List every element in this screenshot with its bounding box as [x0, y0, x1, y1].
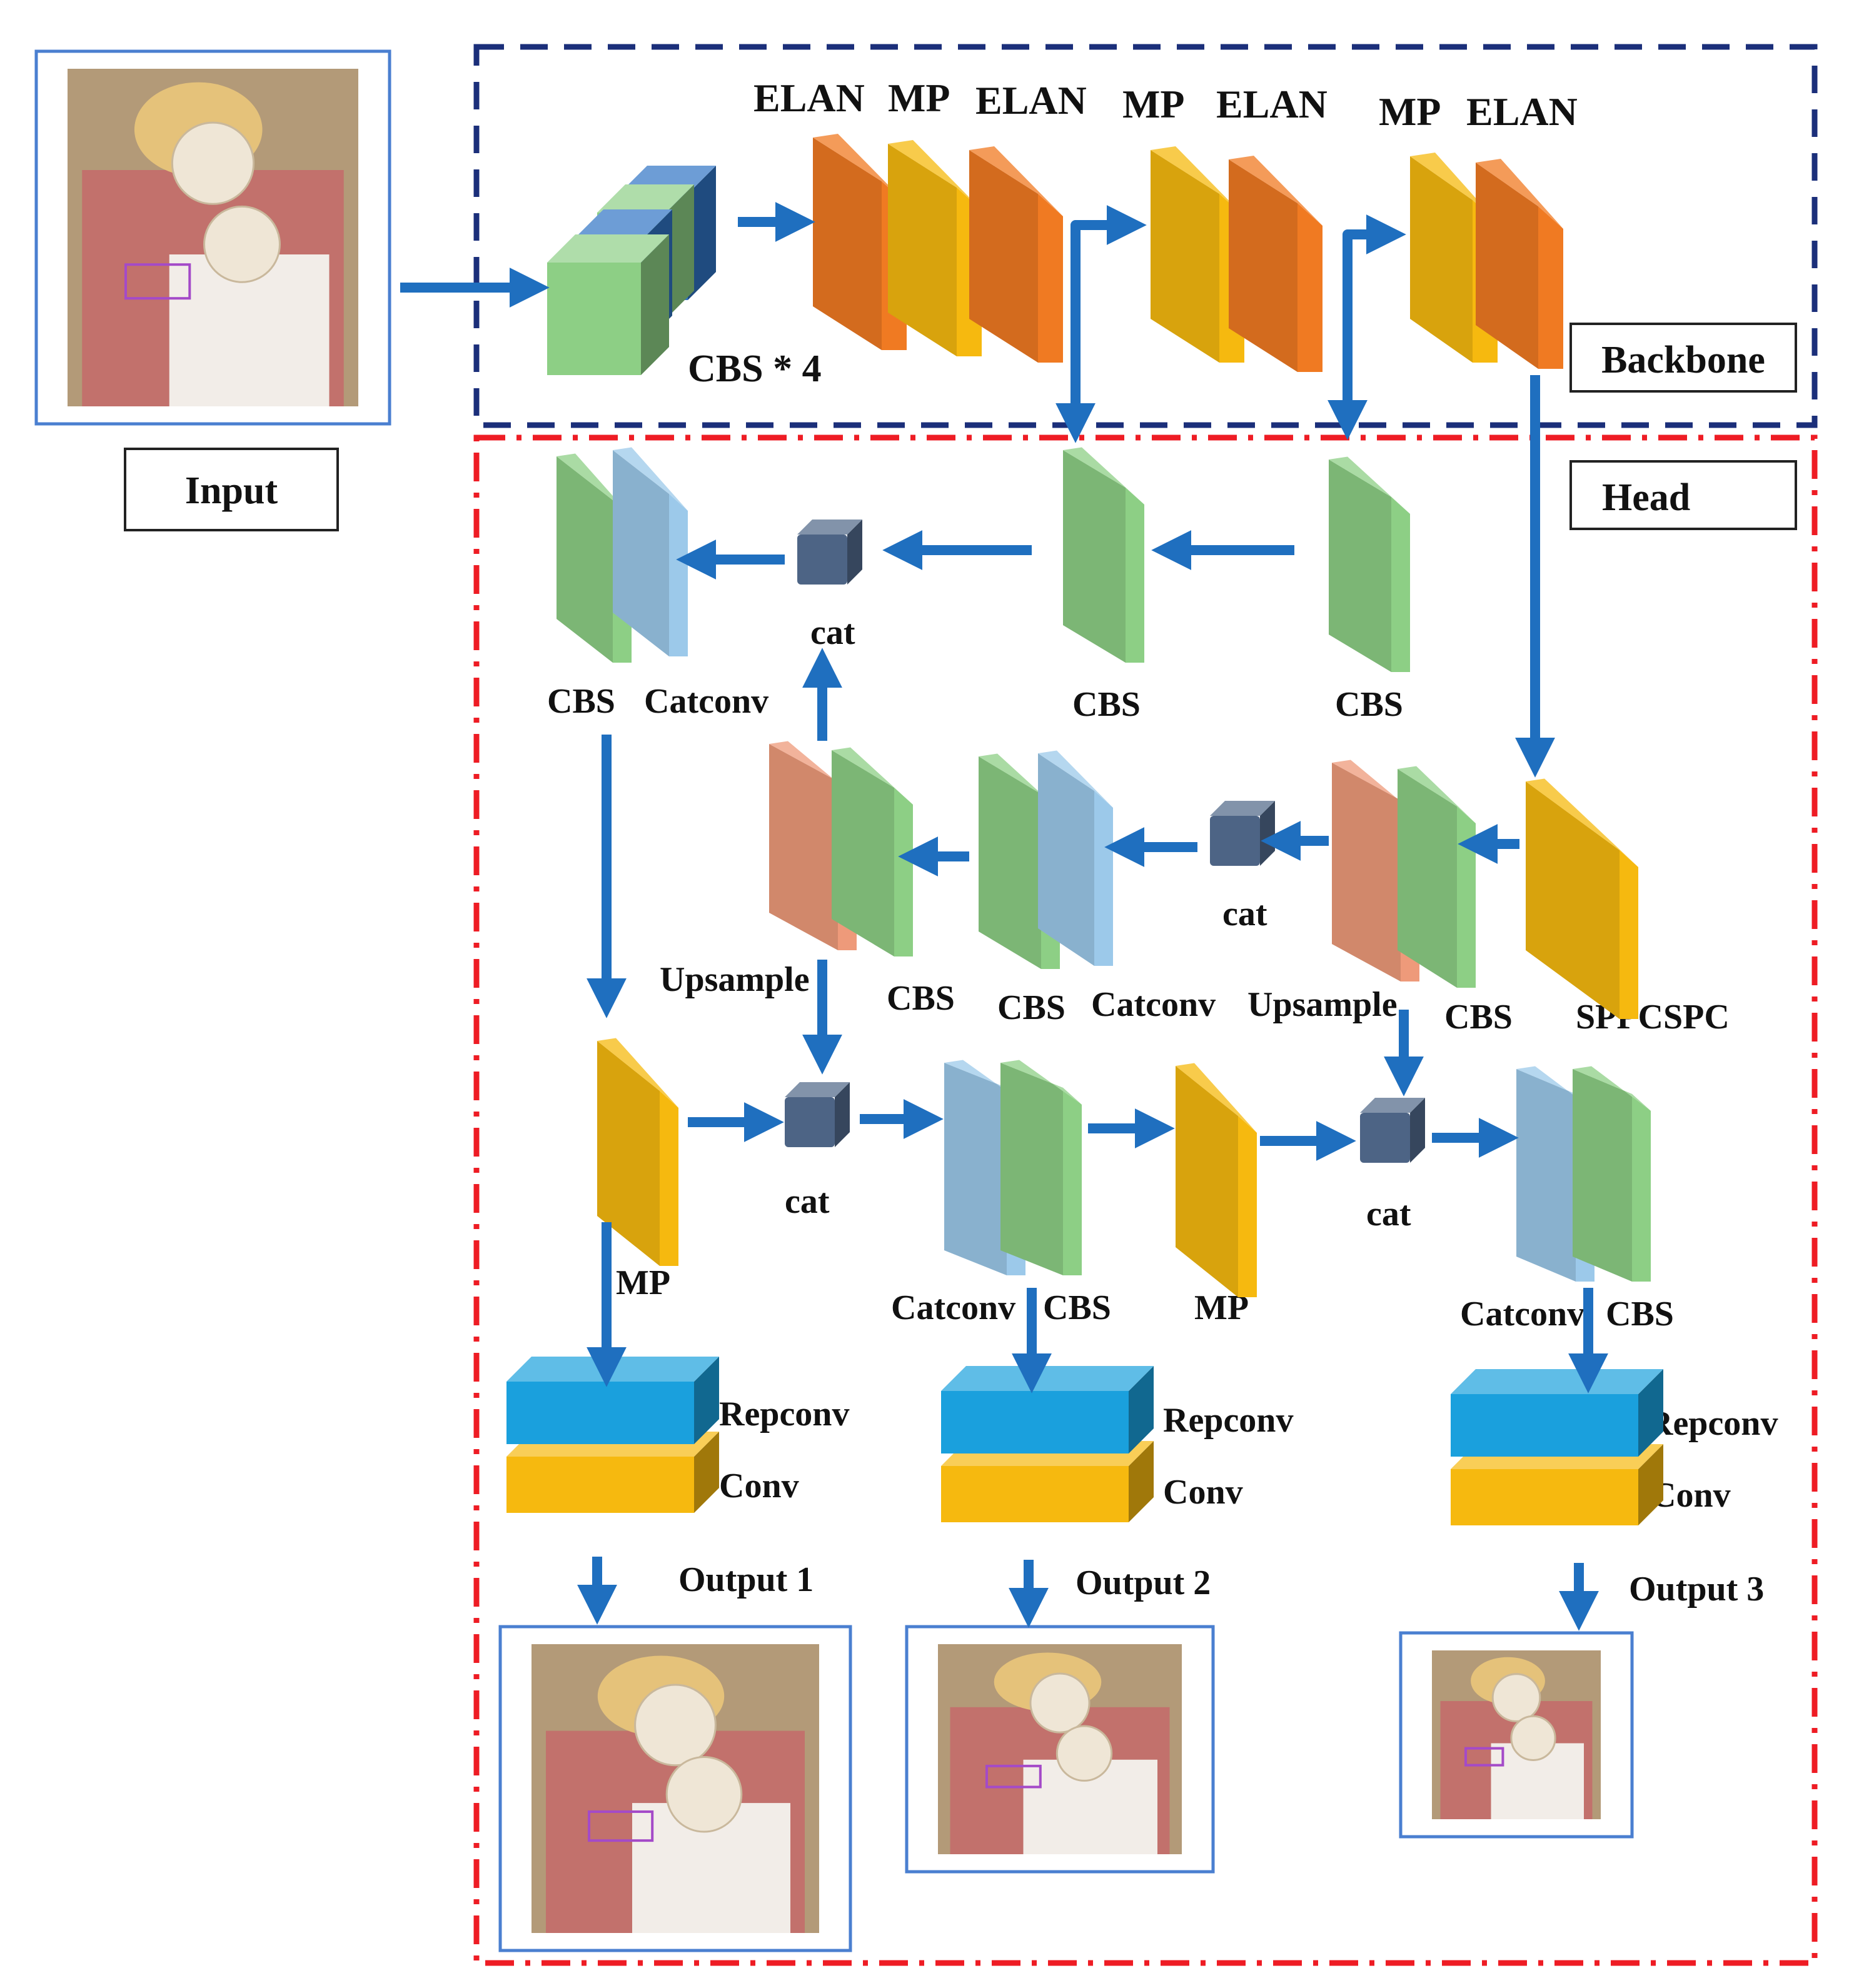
output1-photo: [498, 1625, 852, 1952]
backbone-label: Backbone: [1601, 339, 1765, 381]
r3-cat-b-label: cat: [1366, 1195, 1411, 1233]
out1-head-repconv: [506, 1357, 719, 1444]
backbone-frame: [473, 44, 1818, 428]
output3-photo: [1399, 1631, 1634, 1839]
elan2-block: [969, 146, 1063, 363]
head-frame: [473, 434, 1818, 1966]
r1-cbs-c-block: [1329, 456, 1410, 672]
r2-cbs-a-label: CBS: [887, 979, 955, 1018]
r1-cbs-b-block: [1063, 447, 1144, 663]
r1-cbs-b-label: CBS: [1072, 685, 1141, 724]
head-label-box: [1569, 460, 1797, 530]
out3-head-repconv: [1451, 1369, 1663, 1457]
r3-catconv-b-label: Catconv: [1460, 1295, 1584, 1333]
r3-mp-a-block: [597, 1038, 678, 1266]
input-label: Input: [185, 469, 278, 512]
out3-repconv-label: Repconv: [1648, 1404, 1778, 1443]
mp2-label: MP: [1122, 82, 1185, 126]
elan3-label: ELAN: [1216, 82, 1328, 126]
r2-cbs-c-label: CBS: [1444, 998, 1513, 1037]
elan2-label: ELAN: [975, 78, 1087, 123]
r3-cbs-a-block: [1000, 1060, 1082, 1275]
arrow-elan2-to-mp2: [1071, 205, 1147, 413]
r3-cbs-b-block: [1573, 1066, 1651, 1282]
head-label: Head: [1602, 476, 1690, 519]
r1-cat-label: cat: [810, 613, 855, 652]
out2-head-repconv: [941, 1366, 1154, 1453]
backbone-label-box: [1569, 323, 1797, 393]
arrows: [400, 202, 1608, 1631]
out2-label: Output 2: [1076, 1564, 1211, 1602]
elan4-label: ELAN: [1466, 89, 1578, 134]
blocks: [506, 134, 1663, 1525]
r3-mp-b-block: [1176, 1063, 1257, 1297]
mp3-label: MP: [1379, 89, 1441, 134]
r2-cat-label: cat: [1222, 895, 1267, 933]
input-label-box: [124, 448, 339, 531]
input-photo-icon: [34, 49, 391, 426]
elan3-block: [1229, 156, 1323, 372]
mp1-label: MP: [888, 76, 950, 120]
r3-cbs-b-label: CBS: [1606, 1295, 1674, 1333]
out1-label: Output 1: [678, 1560, 814, 1599]
cbs4-label: CBS * 4: [688, 348, 822, 390]
output2-photo: [905, 1625, 1215, 1874]
r2-catconv-label: Catconv: [1091, 985, 1216, 1024]
r2-upsample-b-label: Upsample: [1247, 985, 1398, 1024]
r3-mp-a-label: MP: [616, 1263, 670, 1302]
r2-cat-cube: [1210, 801, 1275, 866]
r2-cbs-b-label: CBS: [997, 988, 1066, 1027]
r1-cat-cube: [797, 520, 862, 585]
r2-upsample-a-label: Upsample: [660, 960, 810, 999]
r3-cat-a-label: cat: [785, 1182, 830, 1221]
r2-cbs-c-block: [1398, 766, 1476, 988]
r2-cbs-a-block: [832, 747, 913, 956]
r2-catconv-block: [1038, 750, 1113, 966]
r1-catconv-label: Catconv: [644, 682, 768, 721]
labels: Input Backbone Head CBS * 4 ELAN MP ELAN…: [124, 76, 1797, 1609]
elan4-block: [1476, 159, 1563, 369]
out1-repconv-label: Repconv: [719, 1395, 849, 1433]
r3-cat-b-cube: [1360, 1098, 1425, 1163]
r1-cbs-a-label: CBS: [547, 682, 615, 721]
r1-cbs-c-label: CBS: [1335, 685, 1403, 724]
arrow-elan3-to-mp3: [1343, 214, 1406, 413]
out2-conv-label: Conv: [1163, 1473, 1243, 1512]
r3-catconv-a-label: Catconv: [891, 1288, 1015, 1327]
out3-conv-label: Conv: [1651, 1476, 1731, 1515]
out3-label: Output 3: [1629, 1570, 1764, 1609]
r3-cat-a-cube: [785, 1082, 850, 1147]
cbs4-block-4: [547, 234, 669, 375]
r3-cbs-a-label: CBS: [1043, 1288, 1111, 1327]
out1-conv-label: Conv: [719, 1467, 799, 1505]
elan1-label: ELAN: [753, 76, 865, 120]
pictures: [34, 49, 1634, 1952]
r2-sppcspc-block: [1526, 778, 1638, 1019]
out2-repconv-label: Repconv: [1163, 1401, 1293, 1440]
